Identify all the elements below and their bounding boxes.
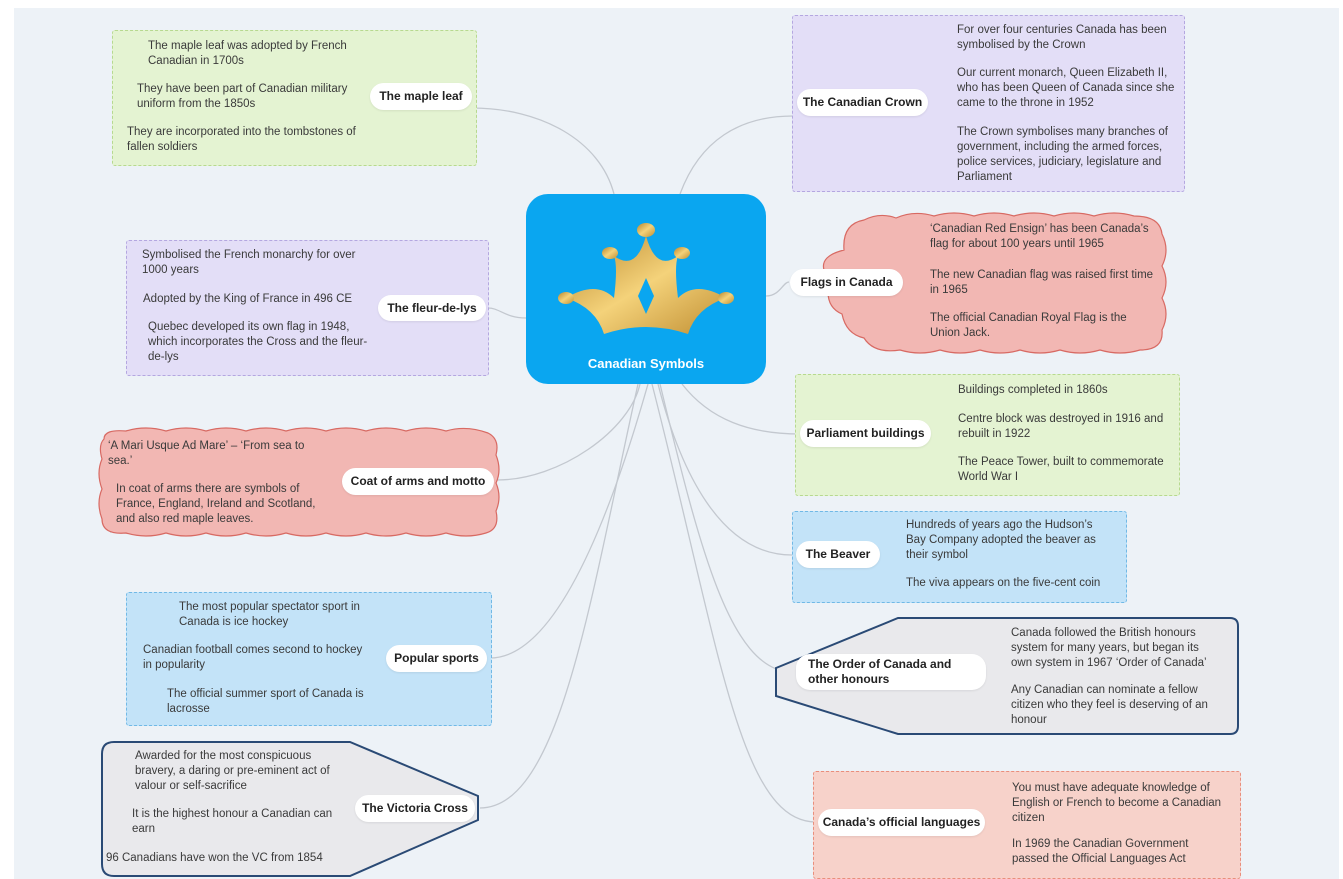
fleur-de-lys-item-1: Symbolised the French monarchy for over …: [142, 249, 356, 276]
order-of-canada-item-1: Canada followed the British honours syst…: [1011, 627, 1207, 669]
canadian-crown-item-3: The Crown symbolises many branches of go…: [957, 126, 1168, 183]
topic-victoria-cross[interactable]: The Victoria Cross: [355, 795, 475, 822]
victoria-cross-shape: [101, 741, 479, 877]
fleur-de-lys-group: [126, 240, 489, 376]
parliament-item-2: Centre block was destroyed in 1916 and r…: [958, 413, 1164, 440]
maple-leaf-item-3: They are incorporated into the tombstone…: [127, 126, 356, 153]
coat-of-arms-cloud: [98, 427, 500, 537]
central-topic[interactable]: Canadian Symbols: [526, 194, 766, 384]
order-of-canada-shape: [775, 617, 1239, 735]
victoria-cross-item-3: 96 Canadians have won the VC from 1854: [106, 852, 323, 864]
topic-flags[interactable]: Flags in Canada: [790, 269, 903, 296]
canadian-crown-item-1: For over four centuries Canada has been …: [957, 24, 1167, 51]
popular-sports-item-1: The most popular spectator sport in Cana…: [179, 601, 360, 628]
topic-parliament[interactable]: Parliament buildings: [800, 420, 931, 447]
coat-of-arms-item-2: In coat of arms there are symbols of Fra…: [116, 483, 316, 525]
beaver-item-1: Hundreds of years ago the Hudson’s Bay C…: [906, 519, 1096, 561]
topic-coat-of-arms[interactable]: Coat of arms and motto: [342, 468, 494, 495]
flags-item-1: ‘Canadian Red Ensign’ has been Canada’s …: [930, 223, 1149, 250]
beaver-item-2: The viva appears on the five-cent coin: [906, 577, 1101, 589]
victoria-cross-item-2: It is the highest honour a Canadian can …: [132, 808, 333, 835]
topic-fleur-de-lys[interactable]: The fleur-de-lys: [378, 295, 486, 321]
flags-cloud: [821, 212, 1167, 354]
crown-icon: [558, 223, 734, 334]
canadian-crown-item-2: Our current monarch, Queen Elizabeth II,…: [957, 67, 1175, 109]
languages-item-2: In 1969 the Canadian Government passed t…: [1012, 838, 1189, 865]
topic-popular-sports[interactable]: Popular sports: [386, 645, 487, 672]
victoria-cross-item-1: Awarded for the most conspicuous bravery…: [135, 750, 330, 792]
order-of-canada-item-2: Any Canadian can nominate a fellow citiz…: [1011, 684, 1208, 726]
topic-maple-leaf[interactable]: The maple leaf: [370, 83, 472, 110]
topic-beaver[interactable]: The Beaver: [796, 541, 880, 568]
parliament-item-3: The Peace Tower, built to commemorate Wo…: [958, 456, 1164, 483]
popular-sports-item-3: The official summer sport of Canada is l…: [167, 688, 364, 715]
parliament-item-1: Buildings completed in 1860s: [958, 384, 1108, 396]
popular-sports-item-2: Canadian football comes second to hockey…: [143, 644, 363, 671]
topic-canadian-crown[interactable]: The Canadian Crown: [797, 89, 928, 116]
maple-leaf-item-2: They have been part of Canadian military…: [137, 83, 348, 110]
coat-of-arms-item-1: ‘A Mari Usque Ad Mare’ – ‘From sea to se…: [108, 440, 305, 467]
flags-item-3: The official Canadian Royal Flag is the …: [930, 312, 1127, 339]
languages-item-1: You must have adequate knowledge of Engl…: [1012, 782, 1222, 824]
fleur-de-lys-item-3: Quebec developed its own flag in 1948, w…: [148, 321, 368, 363]
central-title: Canadian Symbols: [587, 356, 705, 371]
topic-languages[interactable]: Canada’s official languages: [818, 809, 985, 836]
maple-leaf-item-1: The maple leaf was adopted by French Can…: [148, 40, 347, 67]
flags-item-2: The new Canadian flag was raised first t…: [930, 269, 1154, 296]
topic-order-of-canada[interactable]: The Order of Canada and other honours: [796, 654, 986, 690]
fleur-de-lys-item-2: Adopted by the King of France in 496 CE: [143, 293, 353, 305]
